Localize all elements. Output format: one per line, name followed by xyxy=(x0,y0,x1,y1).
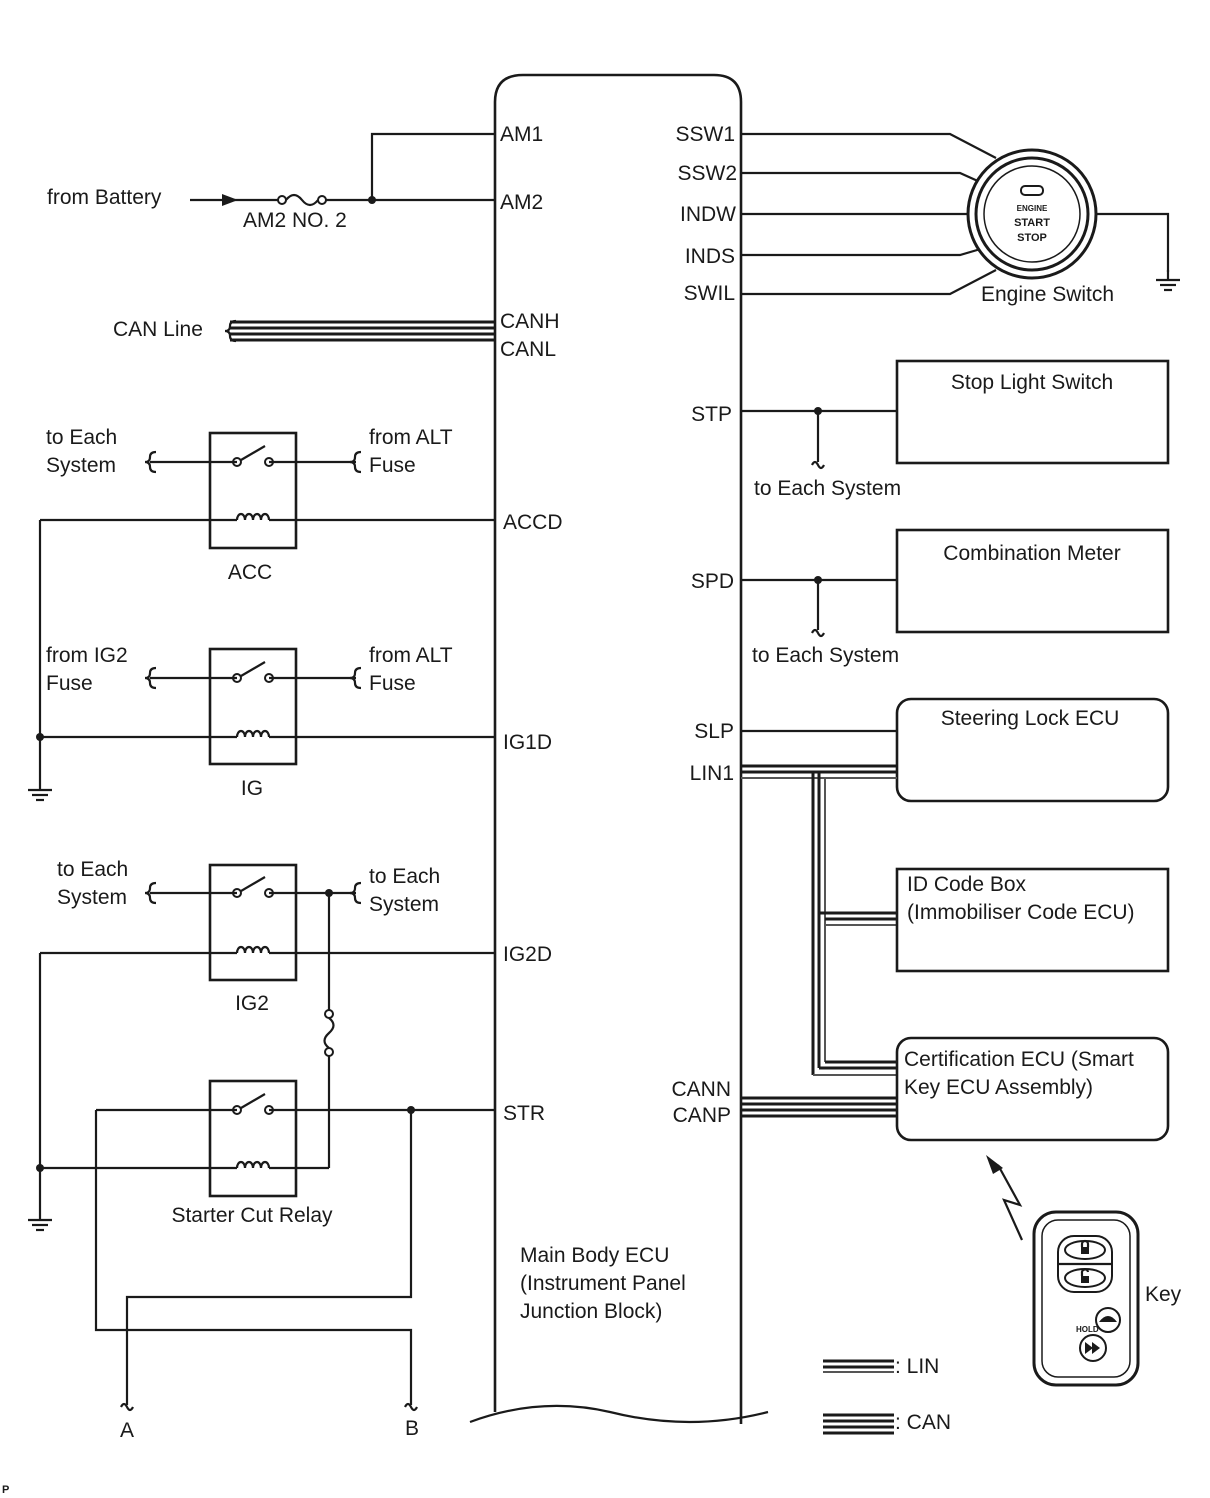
id-code-box-line-2: (Immobiliser Code ECU) xyxy=(907,901,1135,924)
stop-light-switch: Stop Light Switch to Each System xyxy=(741,359,1170,500)
acc-left-line-2: System xyxy=(46,454,116,477)
ig-left-line-2: Fuse xyxy=(46,672,93,695)
pin-str: STR xyxy=(503,1102,545,1125)
terminal-a-label: A xyxy=(120,1419,134,1442)
ig-right-line-2: Fuse xyxy=(369,672,416,695)
acc-relay-label: ACC xyxy=(228,561,272,584)
ground-icon-2 xyxy=(26,953,54,1232)
ig2-relay-label: IG2 xyxy=(235,992,269,1015)
engine-switch-label: Engine Switch xyxy=(981,283,1114,306)
pin-ig2d: IG2D xyxy=(503,943,552,966)
ig-relay: from IG2 Fuse from ALT Fuse IG xyxy=(40,644,495,800)
ground-icon xyxy=(26,520,54,802)
pin-cann: CANN xyxy=(671,1078,731,1101)
ecu-title-line-3: Junction Block) xyxy=(520,1300,662,1323)
left-pin-labels: AM1 AM2 CANH CANL ACCD IG1D IG2D STR xyxy=(500,123,563,1125)
acc-right-line-1: from ALT xyxy=(369,426,453,449)
ig2-right-line-2: System xyxy=(369,893,439,916)
fuse-icon xyxy=(277,193,327,207)
pin-canh: CANH xyxy=(500,310,560,333)
pin-am2: AM2 xyxy=(500,191,543,214)
ig2-relay: to Each System to Each System IG2 xyxy=(40,858,495,1015)
fuse-am2-label: AM2 NO. 2 xyxy=(243,209,347,232)
pin-inds: INDS xyxy=(685,245,735,268)
id-code-box: ID Code Box (Immobiliser Code ECU) xyxy=(895,867,1170,973)
certification-line-2: Key ECU Assembly) xyxy=(904,1076,1093,1099)
key-fob-icon: HOLD xyxy=(1032,1210,1140,1387)
pin-ig1d: IG1D xyxy=(503,731,552,754)
legend-can-symbol xyxy=(823,1413,894,1435)
acc-left-line-1: to Each xyxy=(46,426,117,449)
pin-spd: SPD xyxy=(691,570,734,593)
pin-swil: SWIL xyxy=(684,282,735,305)
steering-lock-ecu: Steering Lock ECU xyxy=(741,697,1170,803)
starter-cut-relay: Starter Cut Relay xyxy=(40,1079,495,1227)
from-battery-label: from Battery xyxy=(47,186,162,209)
corner-mark: P xyxy=(2,1484,9,1496)
pin-stp: STP xyxy=(691,403,732,426)
key-hold-label: HOLD xyxy=(1076,1325,1099,1334)
pin-ssw2: SSW2 xyxy=(677,162,737,185)
pin-canp: CANP xyxy=(673,1104,731,1127)
steering-lock-label: Steering Lock ECU xyxy=(941,707,1120,730)
engine-button-line-2: START xyxy=(1014,217,1050,229)
stop-light-branch-label: to Each System xyxy=(754,477,901,500)
stop-light-label: Stop Light Switch xyxy=(951,371,1113,394)
combination-meter: Combination Meter to Each System xyxy=(741,528,1170,667)
right-pin-labels: SSW1 SSW2 INDW INDS SWIL STP SPD SLP LIN… xyxy=(671,123,737,1127)
key-label: Key xyxy=(1145,1283,1182,1306)
engine-switch-icon: ENGINE START STOP xyxy=(966,148,1098,280)
can-line-left: CAN Line xyxy=(113,318,495,343)
ig-left-line-1: from IG2 xyxy=(46,644,128,667)
main-body-ecu: Main Body ECU (Instrument Panel Junction… xyxy=(469,73,769,1424)
ig-relay-label: IG xyxy=(241,777,263,800)
pin-canl: CANL xyxy=(500,338,556,361)
combination-meter-label: Combination Meter xyxy=(943,542,1120,565)
wireless-signal-icon xyxy=(986,1155,1024,1241)
legend-can-label: : CAN xyxy=(895,1411,951,1434)
terminal-wires: A B xyxy=(94,1110,419,1442)
combination-meter-branch-label: to Each System xyxy=(752,644,899,667)
pin-slp: SLP xyxy=(694,720,734,743)
acc-relay: to Each System from ALT Fuse ACC xyxy=(40,426,495,584)
ig2-left-line-1: to Each xyxy=(57,858,128,881)
starter-cut-relay-label: Starter Cut Relay xyxy=(171,1204,333,1227)
certification-line-1: Certification ECU (Smart xyxy=(904,1048,1134,1071)
pin-am1: AM1 xyxy=(500,123,543,146)
ig2-right-line-1: to Each xyxy=(369,865,440,888)
id-code-box-line-1: ID Code Box xyxy=(907,873,1027,896)
pin-accd: ACCD xyxy=(503,511,563,534)
fusible-link-icon xyxy=(323,893,335,1168)
engine-button-line-1: ENGINE xyxy=(1017,204,1048,213)
engine-button-line-3: STOP xyxy=(1017,232,1047,244)
pin-lin1: LIN1 xyxy=(690,762,734,785)
can-line-label: CAN Line xyxy=(113,318,203,341)
pin-ssw1: SSW1 xyxy=(675,123,735,146)
engine-switch-wires xyxy=(741,132,1182,296)
legend: : LIN : CAN xyxy=(823,1355,951,1435)
acc-right-line-2: Fuse xyxy=(369,454,416,477)
certification-ecu: Certification ECU (Smart Key ECU Assembl… xyxy=(895,1036,1170,1142)
can-bus-right xyxy=(741,1096,897,1118)
legend-lin-label: : LIN xyxy=(895,1355,939,1378)
ecu-title-line-2: (Instrument Panel xyxy=(520,1272,686,1295)
ig2-left-line-2: System xyxy=(57,886,127,909)
battery-circuit: from Battery AM2 NO. 2 xyxy=(47,132,495,232)
lin-bus xyxy=(741,764,897,1076)
ecu-title-line-1: Main Body ECU xyxy=(520,1244,669,1267)
ig-right-line-1: from ALT xyxy=(369,644,453,667)
legend-lin-symbol xyxy=(823,1359,894,1373)
pin-indw: INDW xyxy=(680,203,736,226)
terminal-b-label: B xyxy=(405,1417,419,1440)
